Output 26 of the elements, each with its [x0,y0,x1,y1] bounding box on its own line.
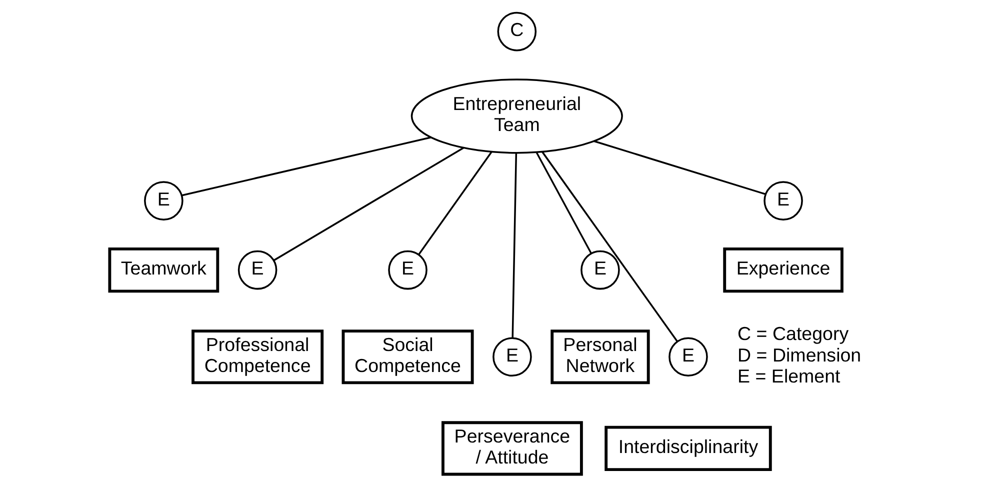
node-circle: E [238,250,278,290]
node-box: Personal Network [550,330,650,384]
label: C = Category [738,323,849,344]
node-box: Teamwork [108,247,220,293]
node-circle: E [144,181,184,220]
node-circle: E [492,337,532,377]
label: D = Dimension [738,344,862,366]
node-box: Professional Competence [192,330,324,384]
node-box: Social Competence [342,330,474,384]
connector [418,151,492,256]
node-circle: E [580,250,620,290]
node-box: Experience [723,247,844,293]
node-circle: C [497,12,537,52]
connector [536,152,592,254]
node-circle: E [668,337,708,377]
connector [182,136,432,196]
node-circle: E [764,181,803,220]
node-box: Perseverance / Attitude [442,421,583,476]
node-box: Interdisciplinarity [604,426,772,471]
connector [594,140,766,195]
connector [273,147,464,262]
node-ellipse: Entrepreneurial Team [410,78,623,154]
node-circle: E [388,250,428,290]
connector [541,151,678,342]
label: E = Element [738,365,840,386]
connector [512,152,518,338]
